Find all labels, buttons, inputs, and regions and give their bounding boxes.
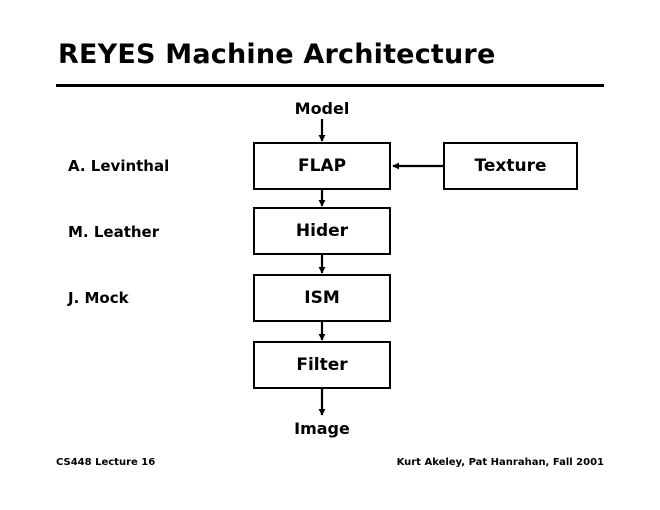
diagram-box-label: ISM [304, 287, 340, 308]
diagram-output-label: Image [294, 419, 350, 438]
diagram-box-label: Texture [474, 155, 547, 176]
footer-authors: Kurt Akeley, Pat Hanrahan, Fall 2001 [396, 457, 604, 468]
diagram-box-label: FLAP [297, 155, 347, 176]
diagram-box-texture[interactable]: Texture [443, 142, 578, 190]
person-label-mock: J. Mock [68, 289, 129, 307]
diagram-input-label: Model [294, 99, 350, 118]
diagram-box-hider[interactable]: Hider [253, 207, 391, 255]
diagram-box-label: Filter [296, 354, 348, 375]
footer-lecture-id: CS448 Lecture 16 [56, 457, 156, 468]
page-title: REYES Machine Architecture [58, 39, 496, 70]
person-label-leather: M. Leather [68, 223, 160, 241]
diagram-box-filter[interactable]: Filter [253, 341, 391, 389]
diagram-box-ism[interactable]: ISM [253, 274, 391, 322]
title-divider [56, 84, 604, 87]
diagram-box-label: Hider [295, 220, 349, 241]
diagram-box-flap[interactable]: FLAP [253, 142, 391, 190]
person-label-levinthal: A. Levinthal [68, 157, 170, 175]
